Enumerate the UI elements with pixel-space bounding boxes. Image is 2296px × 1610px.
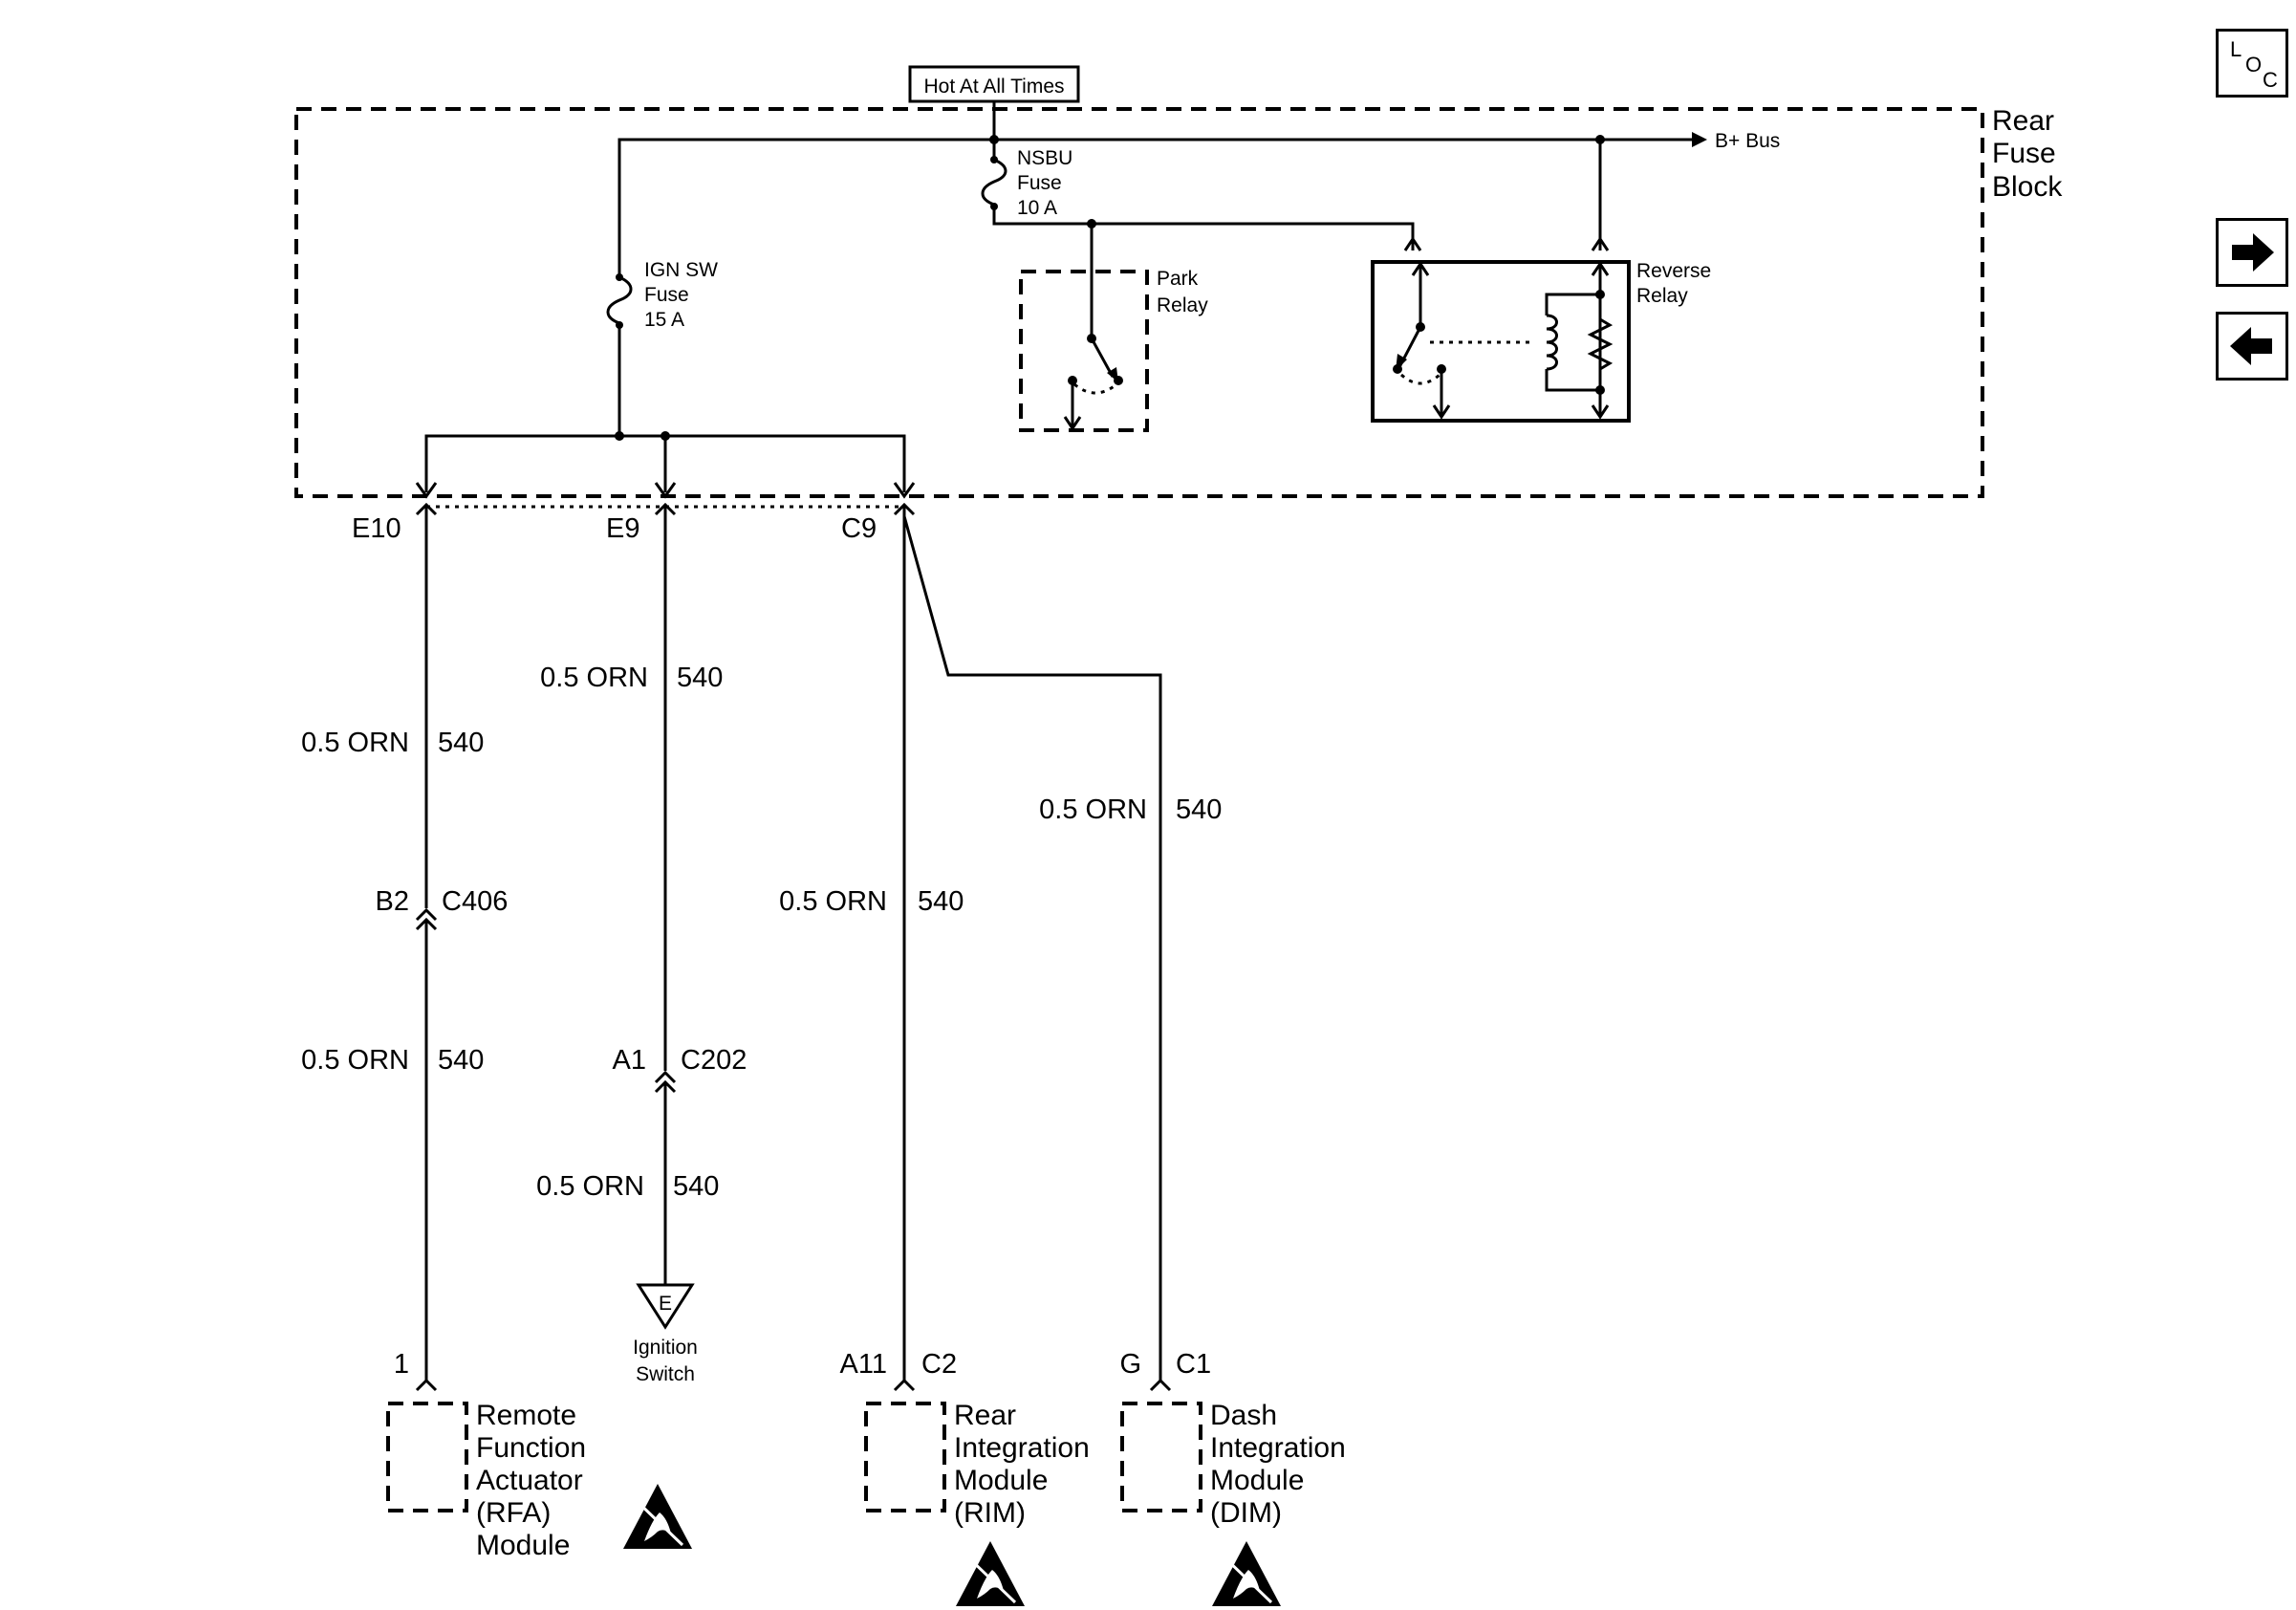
dim-module-label-4: (DIM) xyxy=(1210,1497,1282,1529)
ignition-ground-letter: E xyxy=(659,1293,672,1315)
rim-pin: A11 xyxy=(840,1349,887,1380)
previous-page-button[interactable] xyxy=(2216,312,2288,381)
rim-module-label-1: Rear xyxy=(954,1400,1016,1431)
ign-fuse-label-3: 15 A xyxy=(644,309,684,331)
wire3-circuit: 540 xyxy=(918,886,964,917)
arrow-left-icon xyxy=(2230,327,2272,365)
ignition-switch-label-1: Ignition xyxy=(633,1337,698,1359)
fuse-block-name-1: Rear xyxy=(1992,105,2054,137)
ign-fuse-label-2: Fuse xyxy=(644,284,689,306)
dim-module-label-3: Module xyxy=(1210,1465,1304,1496)
terminal-e9: E9 xyxy=(606,513,639,544)
loc-letter-o: O xyxy=(2245,53,2263,76)
dim-pin: G xyxy=(1119,1349,1141,1380)
ign-fuse-label-1: IGN SW xyxy=(644,259,718,281)
c406-name: C406 xyxy=(442,886,508,917)
rfa-module-box xyxy=(386,1402,468,1512)
rfa-module-label-3: Actuator xyxy=(476,1465,583,1496)
c202-pin: A1 xyxy=(613,1045,646,1076)
hot-at-all-times-text: Hot At All Times xyxy=(923,76,1064,98)
rim-module-label-3: Module xyxy=(954,1465,1048,1496)
rfa-module-label-2: Function xyxy=(476,1432,586,1464)
wire1-upper-gauge-color: 0.5 ORN xyxy=(301,728,409,758)
wire4-circuit: 540 xyxy=(1176,794,1222,825)
loc-button[interactable]: L O C xyxy=(2216,29,2288,98)
loc-letter-c: C xyxy=(2263,68,2278,92)
wire4-gauge-color: 0.5 ORN xyxy=(1039,794,1147,825)
nsbu-fuse-label-1: NSBU xyxy=(1017,147,1072,169)
rear-fuse-block-outline xyxy=(294,107,1984,498)
wire3-gauge-color: 0.5 ORN xyxy=(779,886,887,917)
rfa-pin: 1 xyxy=(394,1349,409,1380)
reverse-relay-label-2: Relay xyxy=(1636,285,1688,307)
wire1-lower-gauge-color: 0.5 ORN xyxy=(301,1045,409,1076)
rfa-module-label-1: Remote xyxy=(476,1400,576,1431)
dim-module-box xyxy=(1120,1402,1202,1512)
b-plus-bus-label: B+ Bus xyxy=(1715,130,1780,152)
nsbu-fuse-label-3: 10 A xyxy=(1017,197,1057,219)
wire-c9-to-dim xyxy=(902,515,1172,1392)
wire2-lower-circuit: 540 xyxy=(673,1171,719,1202)
rfa-module-label-4: (RFA) xyxy=(476,1497,551,1529)
esd-warning-icon xyxy=(956,1541,1025,1606)
c406-pin: B2 xyxy=(376,886,409,917)
dim-connector-name: C1 xyxy=(1176,1349,1211,1380)
fuse-block-name-3: Block xyxy=(1992,171,2063,203)
dim-module-label-2: Integration xyxy=(1210,1432,1346,1464)
nsbu-fuse: NSBU Fuse 10 A xyxy=(981,140,1415,250)
wire-e9-to-ignition-switch xyxy=(636,507,695,1330)
arrow-right-icon xyxy=(2232,233,2274,272)
reverse-relay-label-1: Reverse xyxy=(1636,260,1711,282)
terminal-receptacles xyxy=(415,502,916,516)
wire2-upper-circuit: 540 xyxy=(677,663,723,693)
wire1-upper-circuit: 540 xyxy=(438,728,484,758)
reverse-relay: Reverse Relay xyxy=(1371,140,1711,423)
park-relay-label-1: Park xyxy=(1157,268,1199,290)
rim-connector-name: C2 xyxy=(921,1349,957,1380)
next-page-button[interactable] xyxy=(2216,218,2288,287)
terminal-c9: C9 xyxy=(841,513,877,544)
wire2-lower-gauge-color: 0.5 ORN xyxy=(536,1171,644,1202)
park-relay: Park Relay xyxy=(1019,224,1208,432)
rfa-module-label-5: Module xyxy=(476,1530,570,1561)
wire2-upper-gauge-color: 0.5 ORN xyxy=(540,663,648,693)
park-relay-label-2: Relay xyxy=(1157,294,1208,316)
hot-at-all-times-label: Hot At All Times xyxy=(908,65,1080,103)
wire-c9-to-rim xyxy=(893,507,916,1392)
nsbu-fuse-label-2: Fuse xyxy=(1017,172,1062,194)
ignition-switch-label-2: Switch xyxy=(636,1363,695,1385)
esd-warning-icon xyxy=(623,1484,692,1549)
ign-distribution-bar xyxy=(415,431,916,499)
loc-letter-l: L xyxy=(2230,37,2242,61)
fuse-block-name-2: Fuse xyxy=(1992,138,2056,169)
b-plus-bus: B+ Bus xyxy=(617,101,1780,275)
esd-warning-icon xyxy=(1212,1541,1281,1606)
dim-module-label-1: Dash xyxy=(1210,1400,1277,1431)
rim-module-label-4: (RIM) xyxy=(954,1497,1026,1529)
wire1-lower-circuit: 540 xyxy=(438,1045,484,1076)
ign-sw-fuse: IGN SW Fuse 15 A xyxy=(606,259,718,436)
rim-module-box xyxy=(864,1402,946,1512)
wire-e10-to-rfa xyxy=(415,507,438,1392)
rim-module-label-2: Integration xyxy=(954,1432,1090,1464)
c202-name: C202 xyxy=(681,1045,747,1076)
terminal-e10: E10 xyxy=(352,513,401,544)
